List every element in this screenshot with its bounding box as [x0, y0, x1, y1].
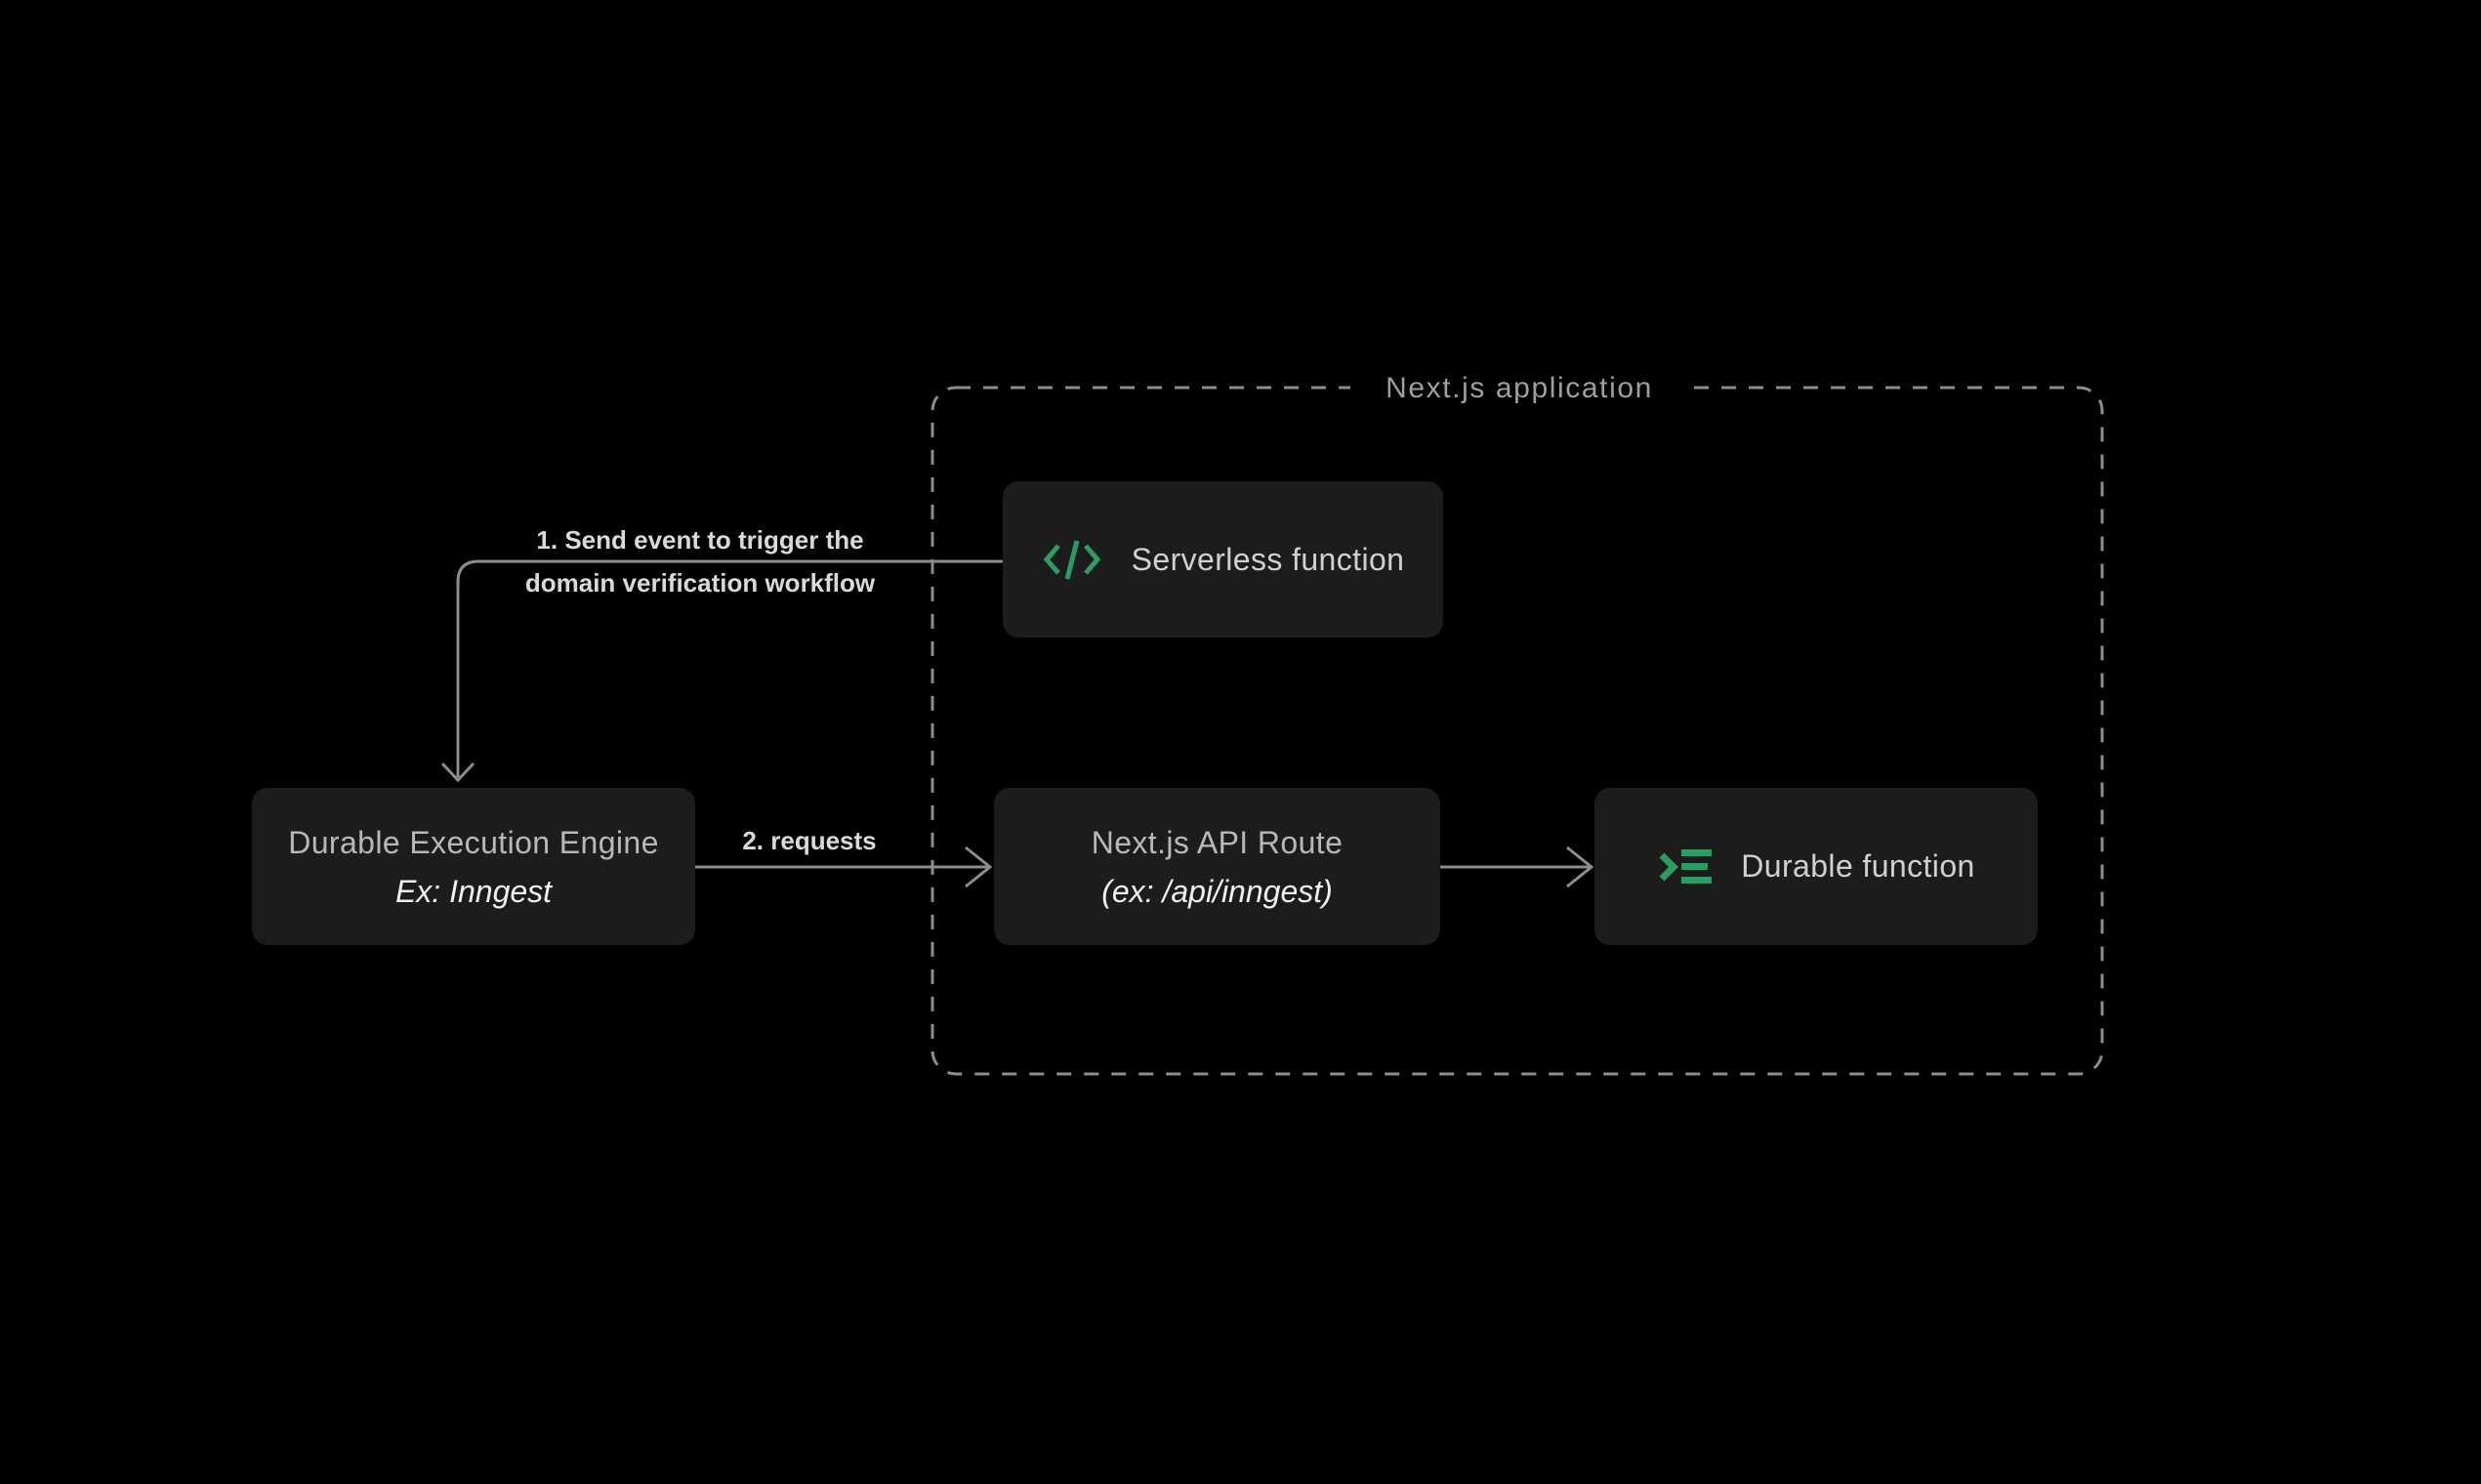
node-title: Next.js API Route	[1091, 824, 1344, 860]
node-subtitle: (ex: /api/inngest)	[1101, 873, 1333, 909]
edge-label-requests: 2. requests	[742, 826, 877, 855]
node-durable-function: Durable function	[1594, 788, 2038, 945]
node-label: Serverless function	[1131, 541, 1405, 577]
arrowhead-right-icon	[965, 845, 993, 888]
arrowhead-right-icon	[1566, 845, 1594, 888]
group-label-nextjs-application: Next.js application	[1350, 372, 1688, 405]
node-serverless-function: Serverless function	[1003, 481, 1443, 638]
arrowhead-down-icon	[440, 762, 476, 783]
node-nextjs-api-route: Next.js API Route (ex: /api/inngest)	[994, 788, 1440, 945]
node-durable-execution-engine: Durable Execution Engine Ex: Inngest	[252, 788, 695, 945]
edge-label-line2: domain verification workflow	[524, 568, 876, 598]
prompt-lines-icon	[1657, 845, 1713, 888]
node-title: Durable Execution Engine	[288, 824, 659, 860]
node-label: Durable function	[1741, 848, 1975, 884]
edge-label-line1: 1. Send event to trigger the	[536, 525, 864, 555]
edge-label-send-event: 1. Send event to trigger the domain veri…	[525, 518, 875, 604]
code-brackets-icon	[1042, 534, 1102, 585]
node-subtitle: Ex: Inngest	[394, 873, 553, 909]
